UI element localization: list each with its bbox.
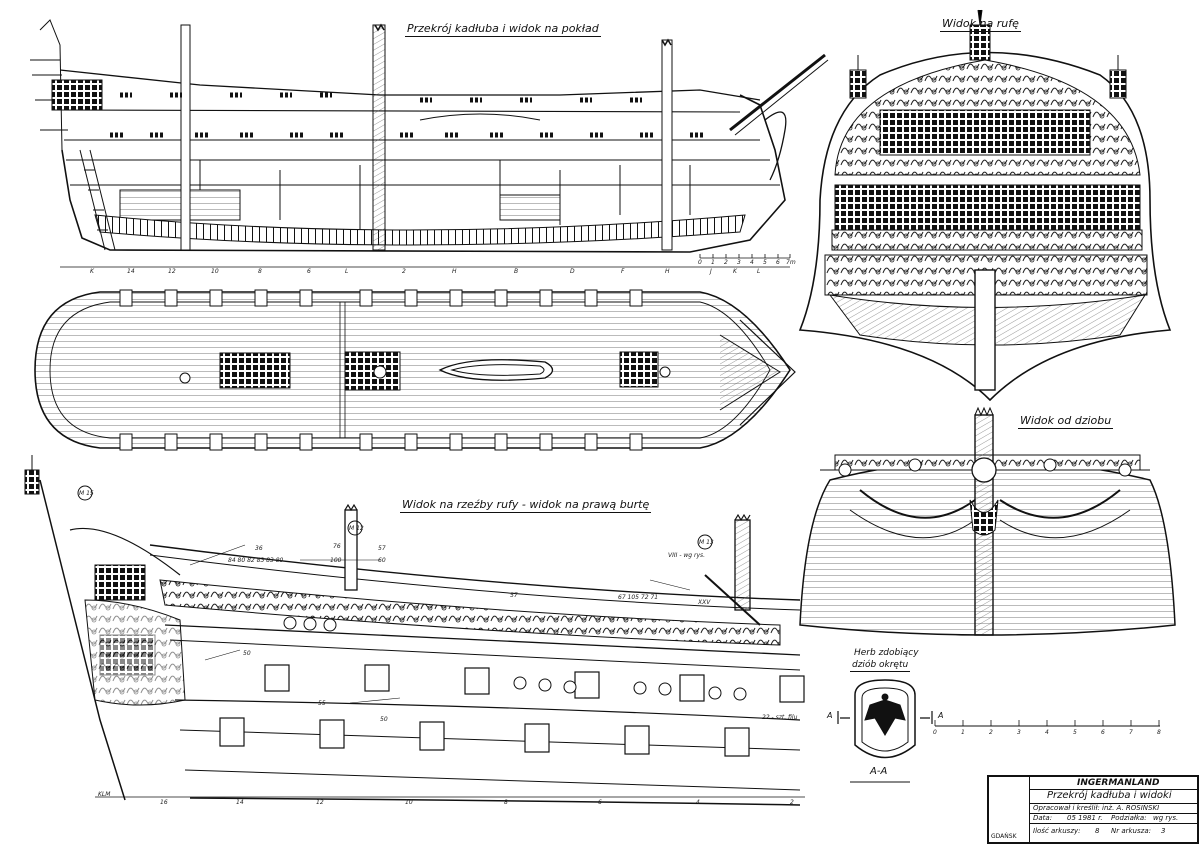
scale-label: 5 (763, 259, 767, 266)
frame-label: L (345, 268, 349, 275)
logo-icon: GDAŃSK (989, 777, 1030, 842)
frame-label: K (90, 268, 94, 275)
scale-label: 4 (750, 259, 754, 266)
part-number: 57 (378, 545, 386, 552)
sheet-no-label: Nr arkusza: (1111, 827, 1151, 835)
section-marker-left: A (827, 711, 833, 720)
part-number: 84 80 82 83 83 80 (228, 557, 284, 564)
frame-label: D (570, 268, 575, 275)
frame-label: 6 (307, 268, 311, 275)
frame-label: 14 (127, 268, 135, 275)
part-number: 55 (318, 700, 326, 707)
section-a-a-label: A-A (870, 766, 888, 777)
deck-plan-view (34, 289, 796, 451)
lower-frame-label: 10 (405, 799, 413, 806)
bow-view-title: Widok od dziobu (1018, 414, 1114, 429)
frame-label: F (621, 268, 625, 275)
ship-name: INGERMANLAND (1077, 778, 1160, 788)
scale-label: 2 (724, 259, 728, 266)
lower-frame-label: 16 (160, 799, 168, 806)
title-block: GDAŃSK INGERMANLAND Przekrój kadłuba i w… (987, 775, 1199, 844)
herb-scale-label: 0 (933, 729, 937, 736)
scale-label: 0 (698, 259, 702, 266)
callout-m13: M 13 (699, 539, 714, 546)
part-number: 76 (333, 543, 341, 550)
carvings-starboard-view (24, 455, 805, 806)
part-number: 100 (330, 557, 342, 564)
scale-label: 1 (711, 259, 715, 266)
callout-m15: M 15 (79, 490, 94, 497)
herb-scale-label: 3 (1017, 729, 1021, 736)
frame-label: K (733, 268, 737, 275)
carvings-view-title: Widok na rzeźby rufy - widok na prawą bu… (400, 498, 652, 513)
part-number: 67 105 72 71 (618, 594, 659, 601)
herb-scale-label: 7 (1129, 729, 1133, 736)
sheets-label: Ilość arkuszy: (1033, 827, 1081, 835)
longitudinal-section-view (30, 19, 829, 268)
part-note: VIII - wg rys. (668, 552, 706, 559)
coat-of-arms-view (837, 679, 1160, 783)
lower-frame-label: 6 (598, 799, 602, 806)
part-number: 60 (378, 557, 386, 564)
part-number: 57 (510, 592, 518, 599)
callout-m12: M 12 (349, 525, 364, 532)
lower-frame-label: 12 (316, 799, 324, 806)
part-number: 36 (255, 545, 263, 552)
lower-frame-label: 4 (696, 799, 700, 806)
sheet-subtitle: Przekrój kadłuba i widoki (1047, 790, 1172, 801)
herb-scale-label: 8 (1157, 729, 1161, 736)
date-label: Data: (1033, 814, 1053, 822)
herb-title-line2: dziób okrętu (850, 660, 911, 672)
section-marker-right: A (938, 711, 944, 720)
scale-label: Podziałka: (1111, 814, 1147, 822)
herb-scale-label: 4 (1045, 729, 1049, 736)
frame-label: 2 (402, 268, 406, 275)
bow-view (799, 406, 1176, 636)
frame-label: J (710, 268, 712, 275)
section-view-title: Przekrój kadłuba i widok na pokład (405, 22, 601, 37)
scale-label: 6 (776, 259, 780, 266)
scale-value: wg rys. (1153, 814, 1179, 822)
logo-city: GDAŃSK (991, 833, 1017, 840)
sheets-value: 8 (1095, 827, 1100, 835)
date-value: 05 1981 r. (1067, 814, 1103, 822)
frame-label: B (514, 268, 519, 275)
frame-label: H (665, 268, 670, 275)
lower-frame-label: 8 (504, 799, 508, 806)
herb-title-line1: Herb zdobiący (854, 648, 919, 658)
lower-frame-label: 2 (790, 799, 794, 806)
part-number: XXV (698, 599, 711, 606)
frame-label: H (452, 268, 457, 275)
herb-scale-label: 1 (961, 729, 965, 736)
stern-view (798, 9, 1172, 402)
frame-label: 12 (168, 268, 176, 275)
part-number: 50 (243, 650, 251, 657)
part-note: 22 - szt. filu (762, 714, 798, 721)
frame-label: 8 (258, 268, 262, 275)
herb-scale-label: 5 (1073, 729, 1077, 736)
frame-label: 10 (211, 268, 219, 275)
author-line: Opracował i kreślił: inż. A. ROSIŃSKI (1033, 804, 1160, 812)
herb-scale-label: 6 (1101, 729, 1105, 736)
part-number: 50 (380, 716, 388, 723)
sheet-no-value: 3 (1161, 827, 1166, 835)
stern-view-title: Widok na rufę (940, 17, 1021, 32)
scale-label: 3 (737, 259, 741, 266)
lower-frame-label: 14 (236, 799, 244, 806)
scale-label: 7m (786, 259, 796, 266)
lower-frame-label: KLM (98, 791, 111, 798)
frame-label: L (757, 268, 761, 275)
herb-scale-label: 2 (989, 729, 993, 736)
